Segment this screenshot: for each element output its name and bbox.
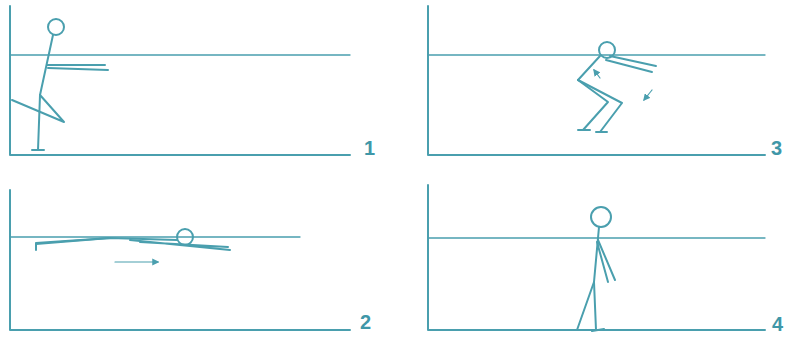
- callout-number: 2: [360, 312, 371, 332]
- callout-number: 3: [771, 138, 782, 158]
- floating-figure: [36, 229, 230, 262]
- callout-number: 4: [772, 314, 783, 334]
- upright-figure: [572, 207, 615, 331]
- panel-frame: [428, 6, 765, 155]
- panel-frame: [10, 190, 350, 330]
- callout-number: 1: [364, 138, 375, 158]
- panel-frame: [10, 6, 350, 155]
- crouching-figure: [578, 42, 656, 132]
- panel-frame: [428, 185, 765, 330]
- standing-figure: [12, 19, 108, 150]
